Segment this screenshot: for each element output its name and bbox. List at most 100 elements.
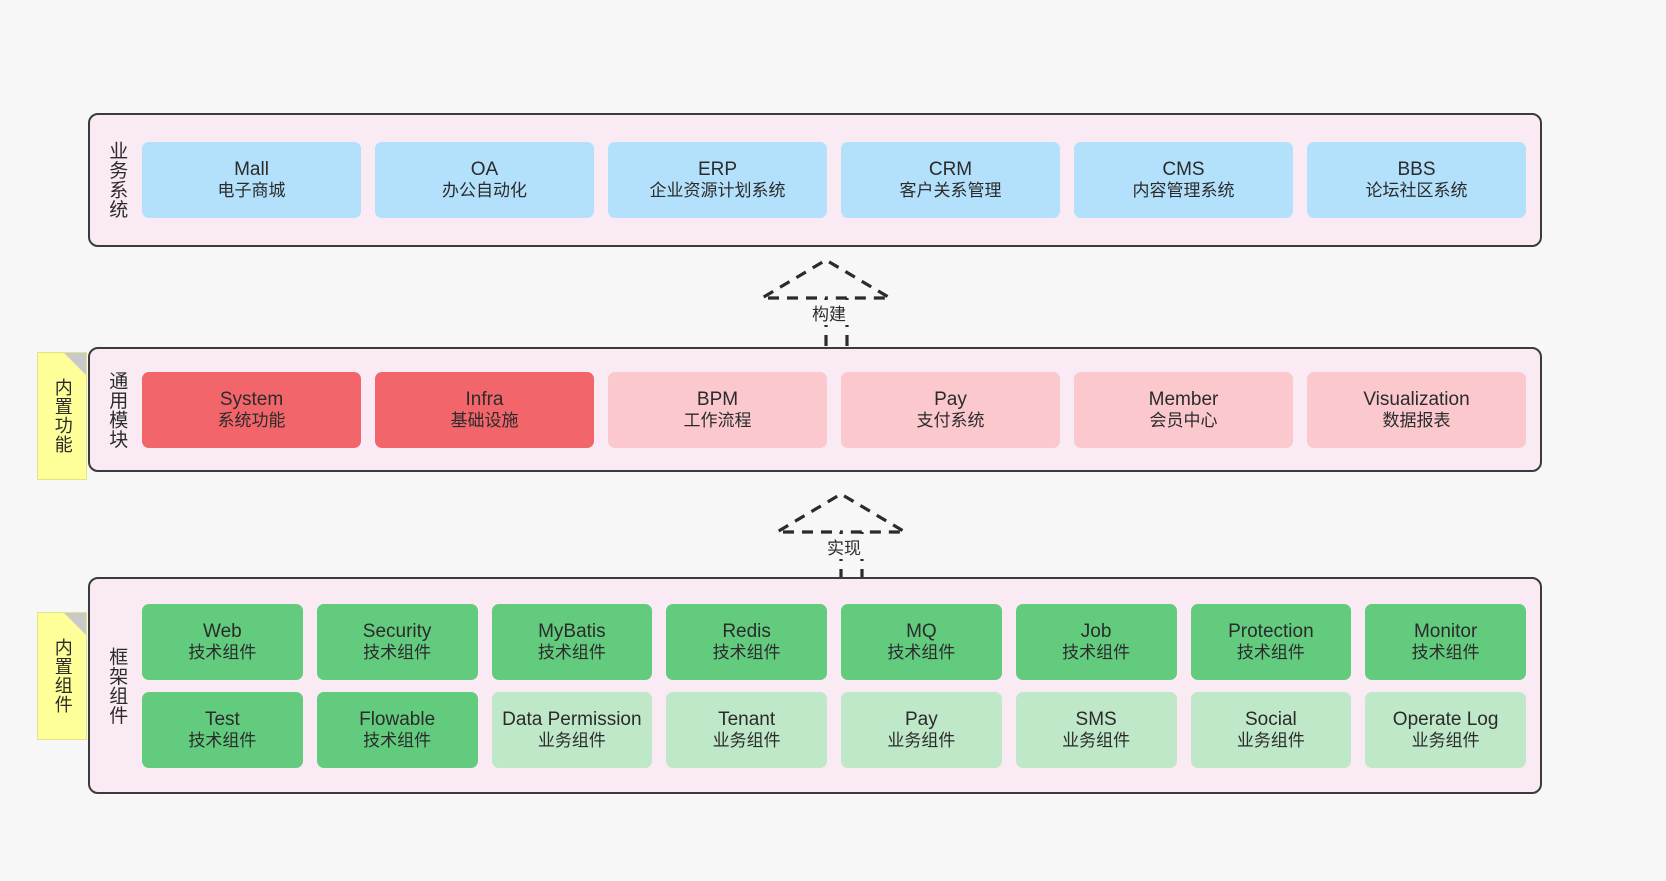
node-title: Member	[1148, 388, 1219, 410]
node-subtitle: 客户关系管理	[899, 181, 1002, 201]
layer-title-business-system: 业务系统	[106, 141, 128, 219]
node-oa[interactable]: OA 办公自动化	[375, 142, 594, 218]
node-web[interactable]: Web 技术组件	[142, 603, 303, 680]
node-title: Visualization	[1363, 388, 1470, 410]
node-security[interactable]: Security 技术组件	[316, 603, 478, 680]
node-cms[interactable]: CMS 内容管理系统	[1074, 142, 1293, 218]
node-test[interactable]: Test 技术组件	[142, 691, 303, 768]
node-protection[interactable]: Protection 技术组件	[1190, 603, 1352, 680]
node-subtitle: 工作流程	[683, 410, 752, 430]
node-crm[interactable]: CRM 客户关系管理	[841, 142, 1060, 218]
node-title: CRM	[928, 159, 973, 181]
node-subtitle: 技术组件	[188, 642, 257, 662]
node-subtitle: 业务组件	[1411, 730, 1480, 750]
sticky-note-label: 内置功能	[52, 378, 73, 454]
node-subtitle: 业务组件	[1236, 730, 1305, 750]
node-flowable[interactable]: Flowable 技术组件	[316, 691, 478, 768]
sticky-fold-corner-icon	[64, 613, 86, 635]
sticky-fold-corner-icon	[64, 353, 86, 375]
node-title: Pay	[934, 388, 967, 410]
node-operate-log[interactable]: Operate Log 业务组件	[1365, 691, 1526, 768]
node-infra[interactable]: Infra 基础设施	[375, 371, 594, 448]
node-subtitle: 支付系统	[916, 410, 985, 430]
layer-common-module: 通用模块 System 系统功能 Infra 基础设施 BPM 工作流程 Pay…	[88, 347, 1542, 472]
node-title: Redis	[722, 620, 771, 642]
node-subtitle: 技术组件	[712, 642, 781, 662]
layer-body-business-system: Mall 电子商城 OA 办公自动化 ERP 企业资源计划系统 CRM 客户关系…	[142, 115, 1540, 245]
framework-row-business: Test 技术组件 Flowable 技术组件 Data Permission …	[142, 691, 1526, 768]
node-data-permission[interactable]: Data Permission 业务组件	[491, 691, 653, 768]
node-mall[interactable]: Mall 电子商城	[142, 142, 361, 218]
node-subtitle: 论坛社区系统	[1365, 181, 1468, 201]
node-subtitle: 技术组件	[1062, 642, 1131, 662]
node-subtitle: 企业资源计划系统	[649, 181, 786, 201]
node-bbs[interactable]: BBS 论坛社区系统	[1307, 142, 1526, 218]
node-subtitle: 技术组件	[188, 730, 257, 750]
node-title: ERP	[697, 159, 738, 181]
node-title: BPM	[696, 388, 739, 410]
sticky-note-builtin-component: 内置组件	[37, 612, 87, 740]
node-title: Web	[203, 620, 242, 642]
node-monitor[interactable]: Monitor 技术组件	[1365, 603, 1526, 680]
node-subtitle: 技术组件	[363, 730, 432, 750]
node-mq[interactable]: MQ 技术组件	[841, 603, 1002, 680]
framework-row-technical: Web 技术组件 Security 技术组件 MyBatis 技术组件 Redi…	[142, 603, 1526, 680]
node-title: Flowable	[359, 708, 436, 730]
node-title: SMS	[1075, 708, 1117, 730]
node-pay-business[interactable]: Pay 业务组件	[841, 691, 1002, 768]
node-subtitle: 会员中心	[1149, 410, 1218, 430]
node-sms[interactable]: SMS 业务组件	[1015, 691, 1177, 768]
connector-implement-label: 实现	[824, 534, 864, 559]
node-subtitle: 技术组件	[1411, 642, 1480, 662]
node-pay[interactable]: Pay 支付系统	[841, 371, 1060, 448]
node-job[interactable]: Job 技术组件	[1015, 603, 1177, 680]
node-title: Monitor	[1413, 620, 1478, 642]
node-title: Protection	[1228, 620, 1314, 642]
sticky-note-builtin-feature: 内置功能	[37, 352, 87, 480]
node-title: BBS	[1397, 159, 1436, 181]
node-subtitle: 系统功能	[217, 410, 286, 430]
layer-body-framework-component: Web 技术组件 Security 技术组件 MyBatis 技术组件 Redi…	[142, 579, 1540, 792]
node-subtitle: 电子商城	[217, 181, 286, 201]
node-member[interactable]: Member 会员中心	[1074, 371, 1293, 448]
node-subtitle: 数据报表	[1382, 410, 1451, 430]
layer-title-framework-component: 框架组件	[106, 646, 128, 725]
node-system[interactable]: System 系统功能	[142, 371, 361, 448]
layer-business-system: 业务系统 Mall 电子商城 OA 办公自动化 ERP 企业资源计划系统 CRM…	[88, 113, 1542, 247]
connector-build-label: 构建	[809, 300, 849, 325]
node-subtitle: 技术组件	[1236, 642, 1305, 662]
node-title: Test	[204, 708, 240, 730]
node-title: Mall	[234, 159, 269, 181]
node-erp[interactable]: ERP 企业资源计划系统	[608, 142, 827, 218]
connector-implement: 实现	[771, 492, 922, 582]
node-title: System	[219, 388, 284, 410]
node-subtitle: 内容管理系统	[1132, 181, 1235, 201]
node-social[interactable]: Social 业务组件	[1190, 691, 1352, 768]
node-title: OA	[470, 159, 499, 181]
node-subtitle: 业务组件	[887, 730, 956, 750]
node-title: MyBatis	[538, 620, 606, 642]
node-subtitle: 办公自动化	[442, 181, 527, 201]
layer-framework-component: 框架组件 Web 技术组件 Security 技术组件 MyBatis 技术组件	[88, 577, 1542, 794]
node-redis[interactable]: Redis 技术组件	[666, 603, 827, 680]
node-title: Social	[1245, 708, 1297, 730]
node-tenant[interactable]: Tenant 业务组件	[666, 691, 827, 768]
node-visualization[interactable]: Visualization 数据报表	[1307, 371, 1526, 448]
node-mybatis[interactable]: MyBatis 技术组件	[491, 603, 653, 680]
node-subtitle: 业务组件	[1062, 730, 1131, 750]
node-title: Tenant	[718, 708, 776, 730]
node-title: MQ	[906, 620, 937, 642]
node-title: Job	[1080, 620, 1112, 642]
node-title: Security	[362, 620, 432, 642]
connector-build: 构建	[756, 258, 907, 348]
node-bpm[interactable]: BPM 工作流程	[608, 371, 827, 448]
node-title: CMS	[1162, 159, 1205, 181]
node-title: Operate Log	[1392, 708, 1499, 730]
node-subtitle: 业务组件	[537, 730, 606, 750]
node-subtitle: 技术组件	[537, 642, 606, 662]
layer-body-common-module: System 系统功能 Infra 基础设施 BPM 工作流程 Pay 支付系统…	[142, 349, 1540, 470]
node-subtitle: 基础设施	[450, 410, 519, 430]
layer-title-common-module: 通用模块	[106, 370, 128, 449]
node-subtitle: 技术组件	[363, 642, 432, 662]
